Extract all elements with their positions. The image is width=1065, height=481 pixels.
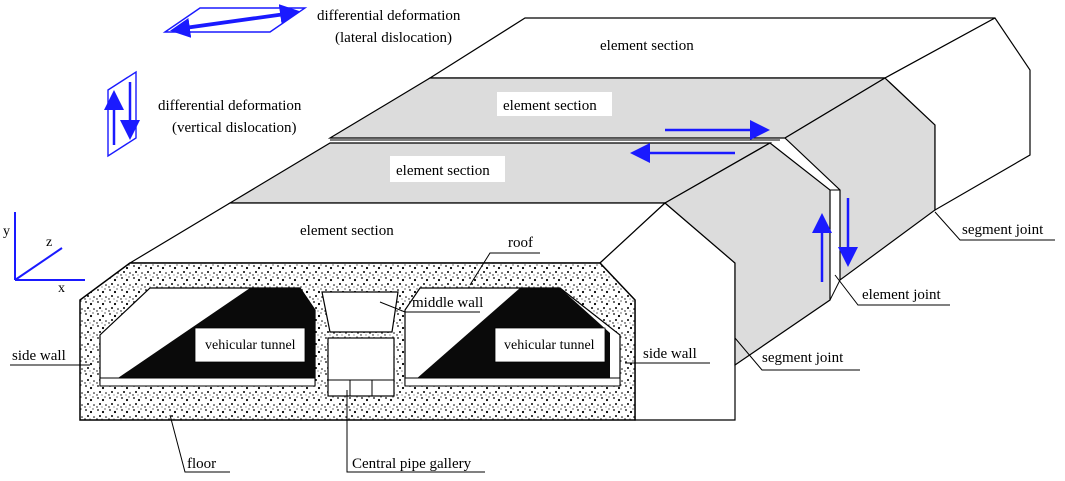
label-central-pipe-gallery: Central pipe gallery [352, 456, 472, 472]
element-section-near-top [127, 202, 667, 264]
label-vehicular-tunnel-left: vehicular tunnel [205, 338, 296, 353]
roof-leader [469, 252, 540, 286]
label-segment-joint-bottom: segment joint [762, 350, 844, 366]
axis-y-label: y [3, 224, 10, 239]
label-element-section-2: element section [503, 98, 597, 114]
label-roof: roof [508, 235, 533, 251]
vertical-dislocation-icon [104, 70, 140, 158]
axis-z-label: z [46, 235, 52, 250]
segment-joint-top-leader [934, 211, 1055, 241]
label-element-section-3: element section [396, 163, 490, 179]
label-vehicular-tunnel-right: vehicular tunnel [504, 338, 595, 353]
coordinate-axes [14, 212, 85, 281]
central-pipe-gallery-box [327, 337, 395, 397]
middle-gallery-upper [321, 291, 399, 333]
label-side-wall-left: side wall [12, 348, 66, 364]
label-side-wall-right: side wall [643, 346, 697, 362]
label-middle-wall: middle wall [412, 295, 483, 311]
label-element-section-far: element section [600, 38, 694, 54]
label-element-joint: element joint [862, 287, 942, 303]
legend-vertical-line2: (vertical dislocation) [172, 120, 297, 136]
lateral-dislocation-icon [162, 4, 308, 38]
label-segment-joint-top: segment joint [962, 222, 1044, 238]
label-element-section-near: element section [300, 223, 394, 239]
legend-lateral-line1: differential deformation [317, 8, 461, 24]
legend-vertical-line1: differential deformation [158, 98, 302, 114]
pipe-gallery-leader [346, 390, 485, 473]
floor-leader [169, 414, 230, 473]
axis-x-label: x [58, 281, 65, 296]
element-joint-leader [834, 274, 950, 306]
legend-lateral-line2: (lateral dislocation) [335, 30, 452, 46]
middle-wall-leader [379, 301, 480, 313]
right-face-far [883, 17, 1031, 212]
label-floor: floor [187, 456, 216, 472]
segment-joint-bottom-leader [734, 337, 860, 371]
